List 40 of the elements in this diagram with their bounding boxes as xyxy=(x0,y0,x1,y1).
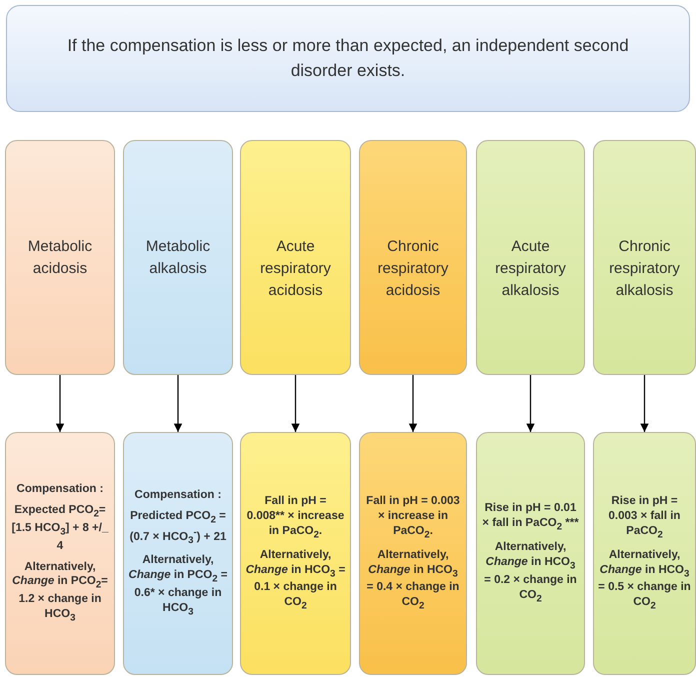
note-banner xyxy=(6,5,690,112)
formula-text: Fall in pH = 0.008** × increase in PaCO$_{2}$. xyxy=(246,494,346,542)
formula-text: Compensation : xyxy=(134,488,222,504)
formula-text: Alternatively, Change in HCO$_{3}$ = 0.5 × change in CO$_{2}$ xyxy=(598,548,691,613)
arrow xyxy=(291,375,300,432)
disorder-name: Metabolic alkalosis xyxy=(144,237,212,279)
arrow xyxy=(640,375,649,432)
compensation-box xyxy=(476,432,585,675)
disorder-name: Metabolic acidosis xyxy=(26,237,94,279)
disorder-box xyxy=(240,140,351,375)
note-text: If the compensation is less or more than expected, an independent second disorder exists. xyxy=(66,34,630,82)
disorder-box xyxy=(359,140,467,375)
disorder-box xyxy=(5,140,115,375)
arrow xyxy=(56,375,64,432)
formula-text: Compensation : xyxy=(16,482,104,498)
arrow xyxy=(526,375,535,432)
formula-text: Alternatively, Change in PCO$_{2}$ = 0.6* × change in HCO$_{3}$ xyxy=(128,553,228,619)
arrow xyxy=(174,375,182,432)
compensation-box xyxy=(593,432,696,675)
formula-text: Alternatively, Change in HCO$_{3}$ = 0.2 × change in CO$_{2}$ xyxy=(483,540,578,606)
compensation-box xyxy=(5,432,115,675)
formula-text: Expected PCO$_{2}$= [1.5 HCO$_{3}$] + 8 +/_ 4 xyxy=(10,503,110,554)
disorder-box xyxy=(476,140,585,375)
disorder-name: Chronic respiratory alkalosis xyxy=(608,237,681,300)
disorder-name: Acute respiratory alkalosis xyxy=(494,237,567,300)
formula-text: Alternatively, Change in HCO$_{3}$ = 0.1 × change in CO$_{2}$ xyxy=(245,548,346,613)
compensation-box xyxy=(240,432,351,675)
formula-text: Predicted PCO$_{2}$ = (0.7 × HCO$_{3}$$^{-}$) + 21 xyxy=(128,509,228,548)
disorder-box xyxy=(593,140,696,375)
arrow xyxy=(408,375,418,432)
formula-text: Fall in pH = 0.003 × increase in PaCO$_{2}$. xyxy=(365,494,461,542)
compensation-box xyxy=(123,432,233,675)
disorder-name: Chronic respiratory acidosis xyxy=(376,237,450,300)
disorder-name: Acute respiratory acidosis xyxy=(259,237,332,300)
compensation-box xyxy=(359,432,467,675)
formula-text: Rise in pH = 0.01 × fall in PaCO$_{2}$ *** xyxy=(481,501,580,534)
formula-text: Alternatively, Change in PCO$_{2}$= 1.2 × change in HCO$_{3}$ xyxy=(11,560,109,625)
formula-text: Alternatively, Change in HCO$_{3}$ = 0.4 × change in CO$_{2}$ xyxy=(366,548,460,613)
formula-text: Rise in pH = 0.003 × fall in PaCO$_{2}$ xyxy=(608,494,682,542)
disorder-box xyxy=(123,140,233,375)
